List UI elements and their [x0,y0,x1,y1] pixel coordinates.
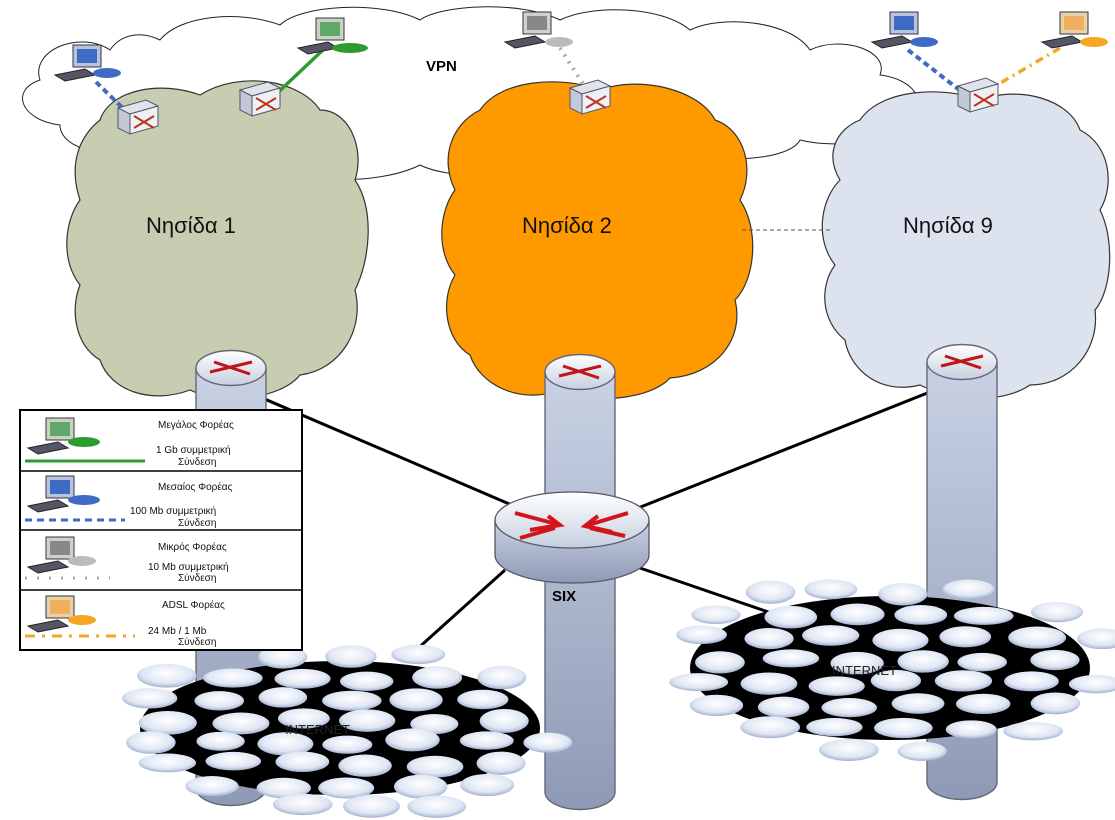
legend-row-1-speed: 1 Gb συμμετρική [156,444,231,456]
legend-row-2-conn: Σύνδεση [178,517,216,529]
legend-row-3-speed: 10 Mb συμμετρική [148,561,229,573]
legend-row-4-speed: 24 Mb / 1 Mb [148,626,207,637]
island-9-cloud [821,91,1111,399]
switch-icon [238,81,282,117]
link-adsl-9 [991,46,1061,90]
six-label: SIX [552,588,576,605]
green-computer-icon [296,17,368,55]
legend-row-2-speed: 100 Mb συμμετρική [130,505,216,517]
router-arrows [558,364,602,380]
legend: Μεγάλος Φορέας 1 Gb συμμετρική Σύνδεση Μ… [19,409,303,651]
gray-computer-icon [503,11,573,49]
internet-label-left: INTERNET [285,722,350,737]
blue-computer-icon [26,475,100,513]
legend-row-3-conn: Σύνδεση [178,572,216,584]
six-router-icon [494,491,650,584]
gray-computer-icon [26,536,96,574]
legend-row-2-name: Μεσαίος Φορέας [158,481,233,493]
legend-row-3-name: Μικρός Φορέας [158,541,227,553]
orange-computer-icon [1040,11,1108,49]
legend-row-1-conn: Σύνδεση [178,456,216,468]
blue-computer-icon [53,44,121,82]
island-2-label: Νησίδα 2 [522,213,612,238]
legend-row-4-name: ADSL Φορέας [162,599,225,611]
legend-row-4-conn: Σύνδεση [178,636,216,648]
island-1-label: Νησίδα 1 [146,213,236,238]
link-small-2 [558,46,590,94]
island-2-cloud [441,81,754,400]
internet-label-right: INTERNET [832,663,897,678]
legend-row-1-name: Μεγάλος Φορέας [158,419,234,431]
router-arrows [940,354,984,370]
internet-cloud-right [669,579,1115,761]
switch-icon [956,77,1000,113]
orange-computer-icon [26,595,96,633]
internet-cloud-left [122,644,573,818]
blue-computer-icon [870,11,938,49]
switch-icon [568,79,612,115]
switch-icon [116,99,160,135]
island-9-label: Νησίδα 9 [903,213,993,238]
router-arrows [209,360,253,376]
vpn-label: VPN [426,58,457,75]
island-1-cloud [66,80,369,399]
green-computer-icon [26,417,100,455]
link-medium-9 [906,48,964,94]
